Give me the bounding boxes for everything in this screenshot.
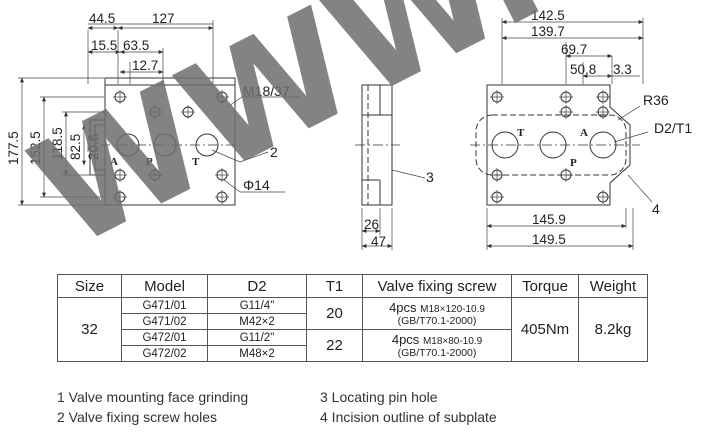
table-row: G472/02 M48×2 <box>58 345 648 362</box>
dim-44-5: 44.5 <box>89 11 115 26</box>
header-d2: D2 <box>207 274 307 298</box>
left-port-a: A <box>110 156 118 168</box>
cell-model: G471/02 <box>121 313 208 330</box>
right-view: T A P 142.5 139.7 69.7 50.8 3.3 R36 D2/T… <box>470 8 692 250</box>
right-mounting-holes <box>490 90 610 204</box>
note-1: 1 Valve mounting face grinding <box>57 389 249 405</box>
header-torque: Torque <box>511 274 579 298</box>
right-callouts: R36 D2/T1 4 <box>613 92 692 217</box>
table-header-row: Size Model D2 T1 Valve fixing screw Torq… <box>57 274 648 298</box>
cell-size: 32 <box>57 297 122 362</box>
cell-d2: M42×2 <box>207 313 307 330</box>
left-ports: A P T <box>100 133 245 168</box>
dim-145-9: 145.9 <box>532 212 566 227</box>
header-size: Size <box>57 274 122 298</box>
table-row: 32 G471/01 G11/4" 20 4pcs M18×120-10.9 (… <box>57 297 648 362</box>
right-dims-top: 142.5 139.7 69.7 50.8 3.3 <box>501 8 644 84</box>
right-port-t: T <box>517 127 525 139</box>
cell-t1: 20 <box>306 297 363 330</box>
left-port-t: T <box>192 156 200 168</box>
dim-127: 127 <box>152 11 175 26</box>
dim-152-5: 152.5 <box>28 131 43 165</box>
notes-left: 1 Valve mounting face grinding 2 Valve f… <box>57 387 248 427</box>
dim-177-5: 177.5 <box>6 131 21 165</box>
right-plate-outline <box>486 84 631 206</box>
dim-3-3: 3.3 <box>613 62 632 77</box>
side-view: 3 26 47 <box>355 84 434 250</box>
note-3: 3 Locating pin hole <box>320 389 438 405</box>
left-port-p: P <box>146 156 153 168</box>
callout-4: 4 <box>652 201 660 217</box>
callout-phi14: Φ14 <box>243 177 270 193</box>
callout-d2t1: D2/T1 <box>654 120 692 136</box>
right-port-a: A <box>580 127 588 139</box>
cell-model: G472/01 <box>121 329 208 346</box>
callout-3: 3 <box>426 169 434 185</box>
table-row: G472/01 G11/2" 22 4pcs M18×80-10.9 (GB/T… <box>58 329 648 362</box>
dim-69-7: 69.7 <box>561 42 587 57</box>
cell-screw: 4pcs M18×120-10.9 (GB/T70.1-2000) <box>362 297 512 330</box>
dim-118-5: 118.5 <box>50 127 65 160</box>
cell-screw: 4pcs M18×80-10.9 (GB/T70.1-2000) <box>362 329 512 362</box>
dim-82-5: 82.5 <box>68 134 83 160</box>
callout-m18-37: M18/37 <box>243 83 290 99</box>
dim-15-5: 15.5 <box>91 38 117 53</box>
callout-2: 2 <box>270 144 278 160</box>
header-weight: Weight <box>578 274 648 298</box>
dim-12-7: 12.7 <box>132 58 158 73</box>
dim-20-6: 20.6 <box>86 134 101 160</box>
right-port-p: P <box>570 157 577 169</box>
cell-model: G472/02 <box>121 345 208 362</box>
notes-right: 3 Locating pin hole 4 Incision outline o… <box>320 387 497 427</box>
cell-d2: G11/2" <box>207 329 307 346</box>
right-ports: T A P <box>470 127 640 169</box>
left-dims-top: 44.5 127 15.5 63.5 12.7 <box>87 11 214 84</box>
dim-139-7: 139.7 <box>531 24 565 39</box>
header-t1: T1 <box>306 274 363 298</box>
cell-t1: 22 <box>306 329 363 362</box>
mounting-holes <box>113 90 229 204</box>
dim-47: 47 <box>371 234 386 249</box>
left-view: A P T 44.5 127 15.5 63.5 12.7 177.5 <box>6 11 300 206</box>
dim-26: 26 <box>364 217 379 232</box>
dim-63-5: 63.5 <box>123 38 149 53</box>
left-callouts: M18/37 2 Φ14 <box>211 83 300 193</box>
header-model: Model <box>121 274 208 298</box>
cell-weight: 8.2kg <box>578 297 648 362</box>
cell-d2: G11/4" <box>207 297 307 314</box>
note-2: 2 Valve fixing screw holes <box>57 409 218 425</box>
dim-142-5: 142.5 <box>531 8 565 23</box>
technical-drawing: A P T 44.5 127 15.5 63.5 12.7 177.5 <box>6 8 692 250</box>
dim-149-5: 149.5 <box>532 232 566 247</box>
cell-torque: 405Nm <box>511 297 579 362</box>
left-dims-side: 177.5 152.5 118.5 82.5 20.6 <box>6 77 104 206</box>
cell-d2: M48×2 <box>207 345 307 362</box>
callout-r36: R36 <box>643 92 669 108</box>
spec-table: Size Model D2 T1 Valve fixing screw Torq… <box>57 274 648 362</box>
left-plate-notch-inner <box>94 124 106 171</box>
left-plate-flange <box>104 77 236 85</box>
side-body <box>361 84 393 206</box>
dim-50-8: 50.8 <box>570 62 596 77</box>
right-dims-bottom: 145.9 149.5 <box>486 208 634 250</box>
cell-model: G471/01 <box>121 297 208 314</box>
note-4: 4 Incision outline of subplate <box>320 409 497 425</box>
header-screw: Valve fixing screw <box>362 274 512 298</box>
